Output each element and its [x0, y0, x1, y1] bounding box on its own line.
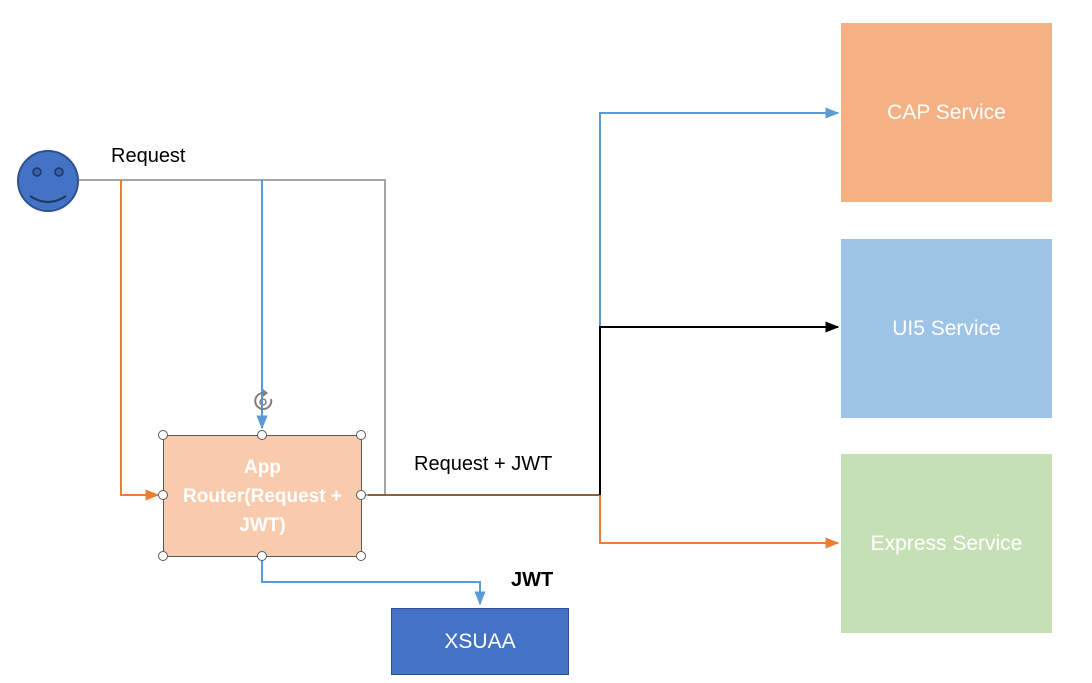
- ui5-service-box[interactable]: UI5 Service: [841, 239, 1052, 418]
- rotate-handle-icon[interactable]: [254, 389, 273, 410]
- jwt-label: JWT: [511, 569, 554, 591]
- request-jwt-label: Request + JWT: [414, 453, 553, 475]
- user-to-router-orange-connector: [120, 180, 160, 501]
- router-to-express-connector: [599, 495, 840, 549]
- resize-handle-middle-right[interactable]: [356, 490, 366, 500]
- cap-service-label: CAP Service: [887, 100, 1006, 124]
- app-router-label: App Router(Request + JWT): [183, 456, 342, 536]
- resize-handle-top-right[interactable]: [356, 430, 366, 440]
- express-service-label: Express Service: [870, 531, 1023, 555]
- cap-service-box[interactable]: CAP Service: [841, 23, 1052, 202]
- router-to-xsuaa-connector: [261, 557, 486, 606]
- user-smiley-icon: [17, 150, 79, 212]
- express-service-box[interactable]: Express Service: [841, 454, 1052, 633]
- router-to-cap-connector: [599, 107, 840, 495]
- xsuaa-label: XSUAA: [444, 629, 516, 653]
- resize-handle-top-left[interactable]: [158, 430, 168, 440]
- resize-handle-middle-left[interactable]: [158, 490, 168, 500]
- resize-handle-bottom-right[interactable]: [356, 551, 366, 561]
- resize-handle-bottom-middle[interactable]: [257, 551, 267, 561]
- router-to-ui5-connector: [599, 321, 840, 495]
- ui5-service-label: UI5 Service: [892, 316, 1001, 340]
- resize-handle-bottom-left[interactable]: [158, 551, 168, 561]
- resize-handle-top-middle[interactable]: [257, 430, 267, 440]
- xsuaa-box[interactable]: XSUAA: [391, 608, 569, 675]
- app-router-box[interactable]: App Router(Request + JWT): [163, 435, 362, 557]
- request-label: Request: [111, 145, 186, 167]
